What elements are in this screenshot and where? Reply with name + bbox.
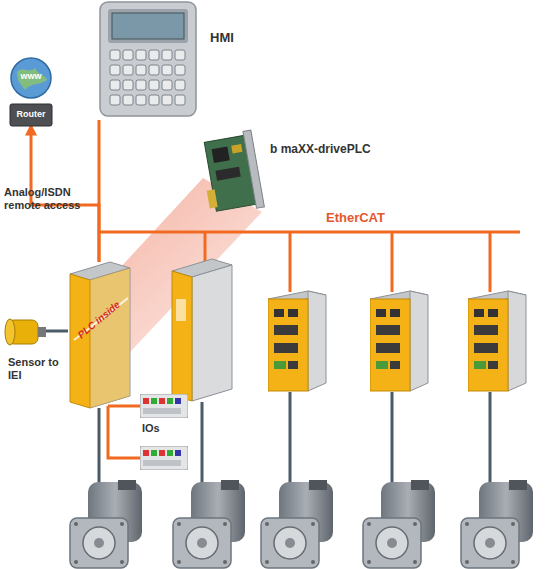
bus-label: EtherCAT	[326, 210, 446, 226]
node-label: HMI	[210, 30, 270, 46]
hmi-key	[162, 80, 172, 90]
card-contacts	[207, 189, 218, 208]
internet-globe: www	[9, 56, 53, 100]
hmi-panel: HMI	[96, 0, 200, 120]
bus-drop	[289, 232, 292, 292]
node-label: Sensor to IEI	[8, 356, 60, 382]
hmi-screen	[112, 13, 184, 39]
bus-drop	[204, 232, 207, 262]
connector-label: Analog/ISDN remote access	[4, 186, 100, 212]
hmi-key	[149, 65, 159, 75]
sensor: Sensor to IEI	[4, 312, 46, 350]
motor-cable	[289, 392, 292, 492]
hmi-key	[110, 95, 120, 105]
hmi-housing	[100, 2, 196, 116]
hmi-key	[149, 50, 159, 60]
hmi-key	[136, 65, 146, 75]
hmi-key	[175, 95, 185, 105]
node-label: b maXX-drivePLC	[270, 142, 400, 156]
component	[231, 144, 242, 154]
hmi-key	[123, 80, 133, 90]
connector	[98, 120, 101, 262]
hmi-key	[110, 65, 120, 75]
hmi-key	[110, 50, 120, 60]
sensor-plug	[38, 327, 46, 337]
servo-motor	[363, 478, 435, 568]
hmi-panel-art	[96, 0, 200, 120]
hmi-key	[123, 50, 133, 60]
drive-side	[90, 268, 130, 408]
node-label: www	[9, 71, 53, 82]
node-label: Router	[10, 109, 52, 120]
connector	[46, 330, 68, 333]
hmi-key	[149, 80, 159, 90]
io-line	[108, 405, 140, 408]
motor-cable	[489, 392, 492, 492]
io-line	[108, 406, 140, 458]
plc-card-art	[200, 132, 264, 214]
hmi-key	[162, 65, 172, 75]
bus-drop	[489, 232, 492, 292]
plc-card: b maXX-drivePLC	[200, 132, 264, 214]
servo-motor	[461, 478, 533, 568]
io-module	[140, 446, 188, 470]
hmi-key	[136, 80, 146, 90]
bus-drop	[391, 232, 394, 292]
group-label: IOs	[142, 422, 202, 435]
servo-drive	[468, 291, 526, 391]
hmi-key	[162, 50, 172, 60]
sensor-face	[5, 319, 15, 345]
servo-motor	[173, 478, 245, 568]
motor-cables	[99, 392, 490, 492]
drive-panel	[90, 268, 130, 408]
hmi-key	[123, 95, 133, 105]
servo-motor	[261, 478, 333, 568]
chip	[215, 167, 240, 181]
hmi-key	[136, 50, 146, 60]
hmi-key	[136, 95, 146, 105]
ethercat-bus	[99, 232, 520, 458]
motor-cable	[98, 408, 101, 492]
servo-drive	[172, 259, 232, 401]
motor-cable	[391, 392, 394, 492]
servo-motor	[70, 478, 142, 568]
hmi-key	[175, 65, 185, 75]
card-bracket	[243, 130, 264, 208]
servo-drive	[370, 291, 428, 391]
hmi-key	[110, 80, 120, 90]
router-box: Router	[10, 104, 52, 126]
sensor-art	[4, 312, 46, 350]
drive-front	[70, 274, 90, 408]
io-module	[140, 394, 188, 418]
servo-drive	[268, 291, 326, 391]
servo-drive-plc: PLC inside	[68, 262, 130, 408]
hmi-bezel	[108, 9, 188, 43]
hmi-key	[175, 80, 185, 90]
plc-board	[198, 130, 265, 216]
hmi-key	[162, 95, 172, 105]
hmi-key	[149, 95, 159, 105]
bus-line	[99, 231, 520, 234]
router-housing	[10, 104, 52, 126]
hmi-key	[123, 65, 133, 75]
hmi-key	[175, 50, 185, 60]
motor-cable	[201, 402, 204, 492]
chip	[212, 146, 230, 163]
